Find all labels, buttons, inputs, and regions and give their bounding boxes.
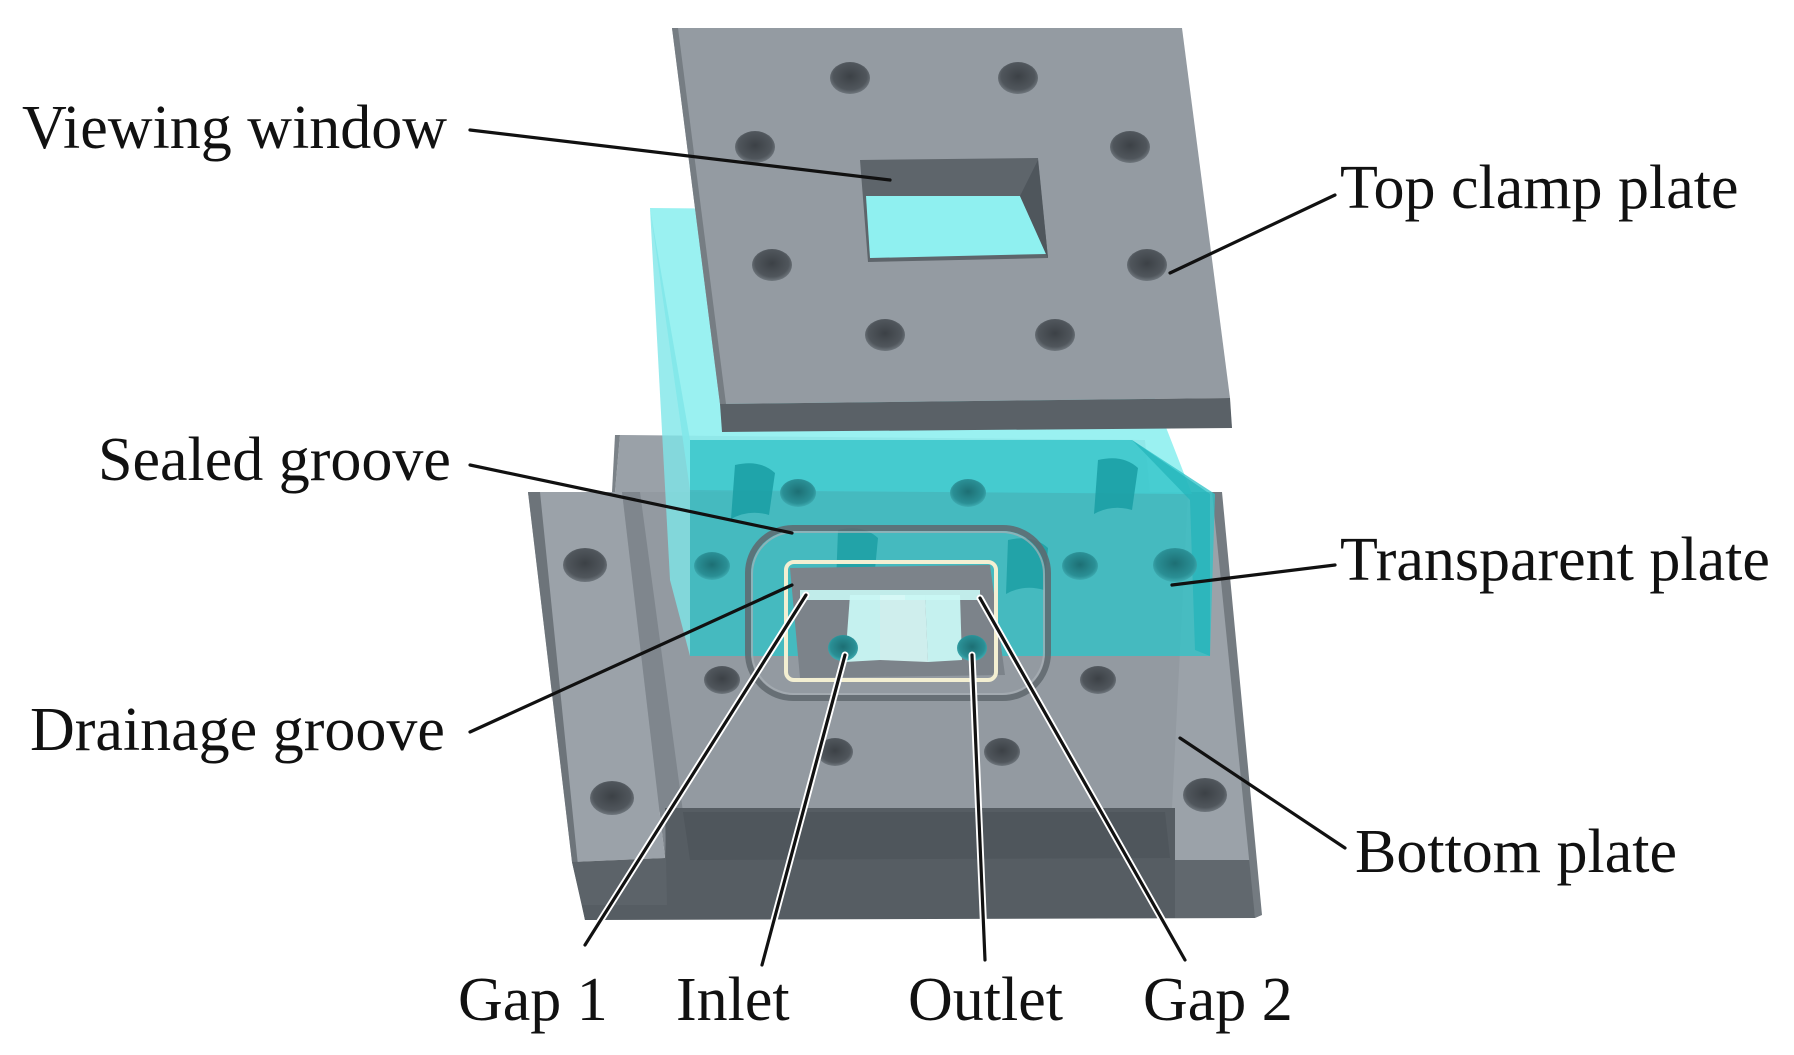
label-top-clamp-plate: Top clamp plate — [1340, 154, 1739, 222]
leader-transparent-plate — [1170, 563, 1337, 587]
bottom-plate-left-rail-side — [528, 492, 582, 905]
top-clamp-plate — [672, 28, 1232, 432]
bottom-plate-holes — [563, 479, 1227, 815]
bottom-hole — [984, 738, 1020, 766]
outlet-hole — [957, 635, 987, 661]
bottom-plate-left-rail-inner — [622, 492, 683, 858]
bottom-hole — [704, 666, 740, 694]
top-hole — [1127, 249, 1167, 281]
bottom-hole — [1183, 778, 1227, 812]
label-transparent-plate: Transparent plate — [1340, 526, 1770, 594]
label-bottom-plate: Bottom plate — [1355, 818, 1677, 886]
bottom-hole — [817, 738, 853, 766]
top-hole — [752, 249, 792, 281]
top-clamp-plate-front-face — [720, 398, 1232, 432]
sealed-groove — [745, 525, 1051, 701]
outlet-channel — [925, 595, 962, 662]
leader-inlet — [760, 653, 847, 967]
top-hole — [1110, 131, 1150, 163]
leader-drainage-groove — [468, 583, 794, 734]
bottom-hole — [590, 781, 634, 815]
chamber-divider — [880, 595, 928, 662]
viewing-window-opening — [866, 196, 1046, 258]
bottom-plate-front-face-recess — [683, 812, 1170, 860]
bottom-hole — [1080, 666, 1116, 694]
inlet-hole — [828, 635, 858, 661]
label-inlet: Inlet — [676, 966, 790, 1034]
transparent-plate-clamp-mark-1 — [731, 463, 775, 519]
label-outlet: Outlet — [908, 966, 1063, 1034]
gap-2-channel — [905, 590, 980, 600]
label-gap-1: Gap 1 — [458, 966, 608, 1034]
labels: Viewing window Top clamp plate Sealed gr… — [22, 94, 1770, 1034]
bottom-hole — [780, 479, 816, 507]
bottom-hole — [1062, 552, 1098, 580]
bottom-hole — [563, 548, 607, 582]
bottom-hole — [694, 552, 730, 580]
top-hole — [735, 131, 775, 163]
leader-gap-2 — [978, 596, 1187, 962]
top-hole — [865, 319, 905, 351]
label-gap-2: Gap 2 — [1143, 966, 1293, 1034]
leader-top-clamp-plate — [1168, 193, 1337, 275]
bottom-plate-rear-block-front — [612, 435, 620, 492]
top-clamp-plate-left-edge — [672, 28, 726, 404]
leader-sealed-groove — [468, 463, 794, 535]
label-sealed-groove: Sealed groove — [98, 426, 451, 494]
flow-chamber — [784, 560, 1005, 682]
label-drainage-groove: Drainage groove — [30, 696, 445, 764]
leader-bottom-plate — [1178, 736, 1347, 850]
viewing-window-inner-edge — [1020, 160, 1048, 258]
transparent-plate-right-face — [1132, 440, 1210, 656]
leader-lines — [468, 128, 1347, 969]
leader-outlet — [970, 653, 987, 962]
leader-viewing-window — [468, 128, 892, 182]
bottom-hole — [1153, 548, 1197, 582]
bottom-plate-front-face-left — [572, 808, 690, 920]
label-viewing-window: Viewing window — [22, 94, 447, 162]
top-hole — [1035, 319, 1075, 351]
top-hole — [830, 62, 870, 94]
bottom-plate-right-edge — [1212, 492, 1262, 918]
leader-gap-1 — [583, 593, 808, 947]
top-hole — [998, 62, 1038, 94]
bottom-plate-front-face-right — [1175, 860, 1255, 918]
transparent-plate-clamp-mark-2 — [1094, 458, 1138, 514]
bottom-hole — [950, 479, 986, 507]
sealed-groove-highlight — [751, 531, 1045, 695]
transparent-plate-left-face — [650, 208, 690, 656]
